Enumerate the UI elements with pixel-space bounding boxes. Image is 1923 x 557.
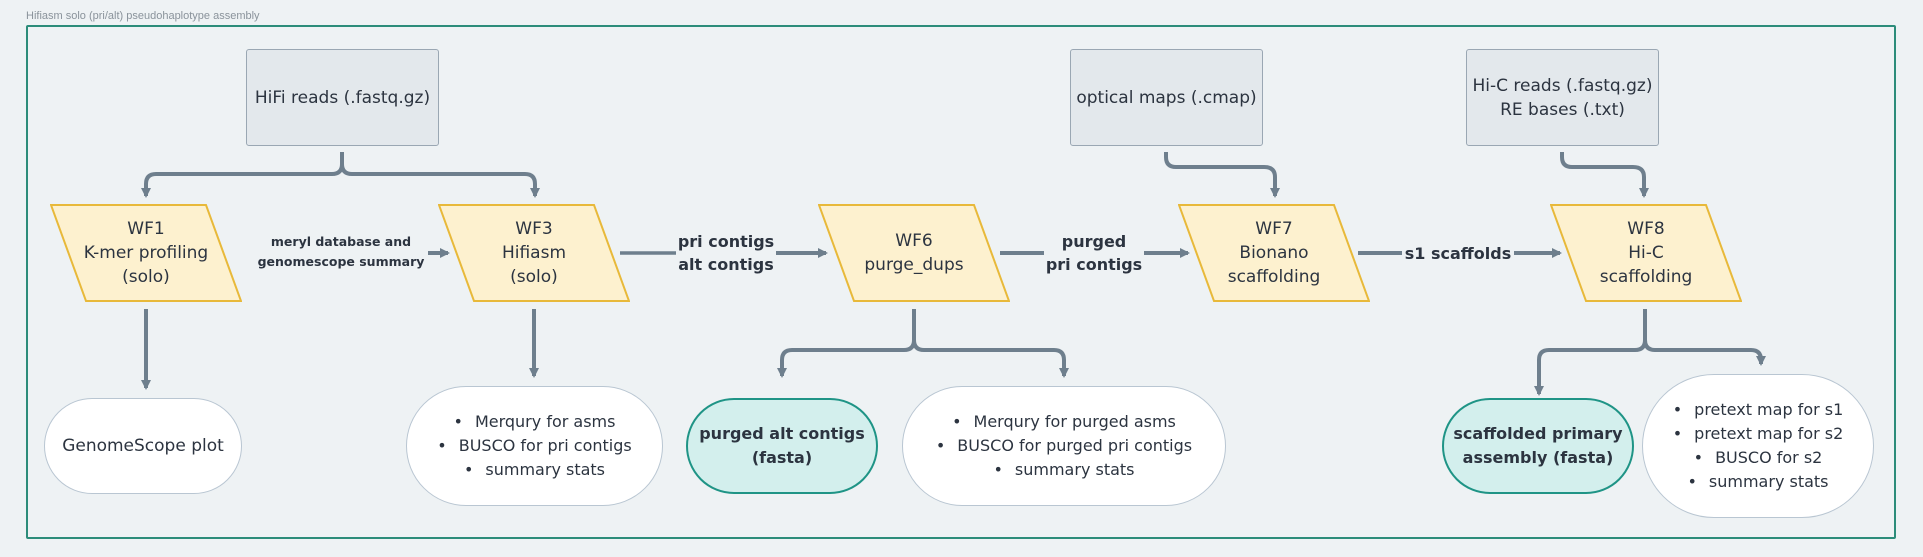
output-wf3-qc: Merqury for asms BUSCO for pri contigs s… <box>406 386 663 506</box>
wf7-id: WF7 <box>1255 219 1293 239</box>
arrow-hifi-to-wf3 <box>340 163 540 198</box>
list-item: BUSCO for purged pri contigs <box>936 434 1192 458</box>
workflow-wf3: WF3 Hifiasm (solo) <box>438 204 630 302</box>
edge-label-wf1-wf3: meryl database and genomescope summary <box>254 232 428 272</box>
wf6-name: purge_dups <box>864 255 964 275</box>
list-item: BUSCO for s2 <box>1673 446 1844 470</box>
arrow-wf6-to-purged-alt <box>777 309 916 378</box>
list-item: pretext map for s2 <box>1673 422 1843 446</box>
wf7-variant: scaffolding <box>1227 267 1321 287</box>
arrow-hifi-to-wf1 <box>141 152 344 198</box>
edge-label-wf1-wf3-line2: genomescope summary <box>257 254 425 269</box>
wf3-variant: (solo) <box>510 267 558 287</box>
list-item: BUSCO for pri contigs <box>437 434 632 458</box>
wf3-name: Hifiasm <box>501 243 567 263</box>
wf8-name: Hi-C <box>1628 243 1664 263</box>
list-item: Merqury for asms <box>437 410 631 434</box>
scaffolded-line1: scaffolded primary <box>1453 424 1623 443</box>
wf8-qc-list: pretext map for s1 pretext map for s2 BU… <box>1673 398 1844 494</box>
edge-label-wf6-wf7: purged pri contigs <box>1044 230 1144 276</box>
wf8-variant: scaffolding <box>1599 267 1693 287</box>
wf6-qc-list: Merqury for purged asms BUSCO for purged… <box>936 410 1192 482</box>
input-hifi-reads: HiFi reads (.fastq.gz) <box>246 49 439 146</box>
list-item: pretext map for s1 <box>1673 398 1843 422</box>
output-wf8-qc: pretext map for s1 pretext map for s2 BU… <box>1642 374 1874 518</box>
wf7-name: Bionano <box>1239 243 1309 263</box>
edge-label-pri-contigs: pri contigs <box>677 232 775 251</box>
input-hifi-reads-label: HiFi reads (.fastq.gz) <box>254 87 431 108</box>
output-scaffolded-primary-assembly: scaffolded primary assembly (fasta) <box>1442 398 1634 494</box>
diagram-frame <box>26 25 1896 539</box>
output-wf6-qc: Merqury for purged asms BUSCO for purged… <box>902 386 1226 506</box>
scaffolded-line2: assembly (fasta) <box>1462 448 1614 467</box>
workflow-wf1: WF1 K-mer profiling (solo) <box>50 204 242 302</box>
arrow-wf8-to-scaffolded <box>1534 309 1647 396</box>
output-genomescope-plot: GenomeScope plot <box>44 398 242 494</box>
input-re-bases-label: RE bases (.txt) <box>1500 99 1625 120</box>
edge-label-purged: purged <box>1061 232 1127 251</box>
edge-label-s1-scaffolds: s1 scaffolds <box>1404 244 1512 263</box>
purged-alt-line2: (fasta) <box>751 448 813 467</box>
output-purged-alt-contigs: purged alt contigs (fasta) <box>686 398 878 494</box>
output-genomescope-label: GenomeScope plot <box>62 436 224 456</box>
edge-label-pri-contigs-2: pri contigs <box>1045 255 1143 274</box>
wf3-qc-list: Merqury for asms BUSCO for pri contigs s… <box>437 410 632 482</box>
workflow-wf8: WF8 Hi-C scaffolding <box>1550 204 1742 302</box>
list-item: summary stats <box>437 458 631 482</box>
list-item: summary stats <box>1673 470 1844 494</box>
arrow-optical-to-wf7 <box>1164 152 1280 198</box>
wf1-variant: (solo) <box>122 267 170 287</box>
edge-label-wf7-wf8: s1 scaffolds <box>1402 242 1514 265</box>
arrow-wf6-to-qc <box>912 339 1069 378</box>
diagram-title: Hifiasm solo (pri/alt) pseudohaplotype a… <box>26 10 260 22</box>
edge-label-alt-contigs: alt contigs <box>678 255 774 274</box>
workflow-wf6: WF6 purge_dups <box>818 204 1010 302</box>
list-item: summary stats <box>936 458 1192 482</box>
input-hic-reads-label: Hi-C reads (.fastq.gz) <box>1472 75 1653 96</box>
wf6-id: WF6 <box>895 231 933 251</box>
edge-label-wf3-wf6: pri contigs alt contigs <box>676 230 776 276</box>
workflow-wf7: WF7 Bionano scaffolding <box>1178 204 1370 302</box>
edge-label-wf1-wf3-line1: meryl database and <box>270 234 412 249</box>
input-hic-reads: Hi-C reads (.fastq.gz) RE bases (.txt) <box>1466 49 1659 146</box>
input-optical-maps-label: optical maps (.cmap) <box>1076 87 1257 108</box>
list-item: Merqury for purged asms <box>936 410 1192 434</box>
wf8-id: WF8 <box>1627 219 1665 239</box>
input-optical-maps: optical maps (.cmap) <box>1070 49 1263 146</box>
arrow-hic-to-wf8 <box>1560 152 1649 198</box>
purged-alt-line1: purged alt contigs <box>699 424 865 443</box>
wf1-id: WF1 <box>127 219 165 239</box>
arrow-wf8-to-qc <box>1643 339 1766 366</box>
wf3-id: WF3 <box>515 219 553 239</box>
wf1-name: K-mer profiling <box>83 243 209 263</box>
